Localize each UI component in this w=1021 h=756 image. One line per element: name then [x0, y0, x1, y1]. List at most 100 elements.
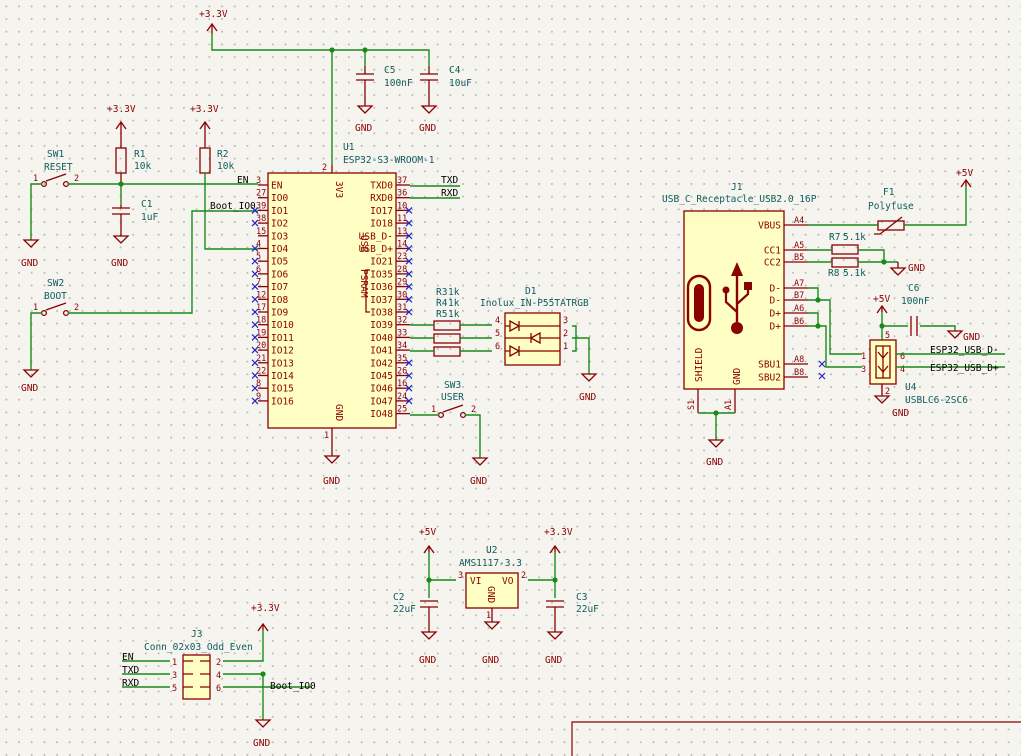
u4-value: USBLC6-2SC6 [905, 395, 968, 406]
u1-pin-number: 9 [256, 392, 261, 402]
j3-ref: J3 [191, 629, 202, 640]
svg-text:2: 2 [322, 163, 327, 173]
j1-pin-number: A7 [794, 279, 804, 289]
switch-sw1-reset[interactable]: SW1 RESET 1 2 GND EN [21, 149, 258, 269]
no-connect-marker [251, 384, 259, 392]
ic-u4-usblc6[interactable]: +5V GND C6 100nF 1 3 6 4 5 2 ESP32_USB_D… [861, 283, 1005, 419]
sw2-value: BOOT [44, 291, 67, 302]
j1-gnd: GND [706, 457, 723, 468]
u1-pin-label: IO36 [370, 282, 393, 293]
u1-pin-label: IO13 [271, 358, 294, 369]
u1-pin-number: 20 [256, 341, 266, 351]
capacitor-c3[interactable]: C3 22uF GND [545, 580, 599, 666]
sw1-ref: SW1 [47, 149, 64, 160]
net-label-rxd: RXD [441, 188, 458, 199]
u1-pin-number: 14 [397, 240, 407, 250]
r7-r8-gnd: GND [908, 263, 925, 274]
u1-pin-label: IO42 [370, 358, 393, 369]
j1-pin-number: B8 [794, 368, 804, 378]
r2-ref: R2 [217, 149, 228, 160]
u1-pin-label: IO14 [271, 371, 294, 382]
u1-pin-number: 24 [397, 392, 407, 402]
no-connect-marker [251, 359, 259, 367]
no-connect-marker [405, 359, 413, 367]
svg-text:VO: VO [502, 576, 514, 587]
u1-pin-number: 27 [256, 189, 266, 199]
u1-pin-number: 25 [397, 405, 407, 415]
no-connect-marker [251, 397, 259, 405]
title-block-frame [571, 721, 1021, 756]
u1-pin-label: IO37 [370, 295, 393, 306]
u1-pin-label: IO11 [271, 333, 294, 344]
no-connect-marker [251, 372, 259, 379]
svg-text:R3: R3 [436, 287, 447, 298]
u1-pin-label: IO46 [370, 384, 393, 395]
c2-gnd: GND [419, 655, 436, 666]
capacitor-c2[interactable]: C2 22uF GND [393, 580, 438, 666]
resistor-r2[interactable]: +3.3V R2 10k [190, 104, 258, 250]
sw3-value: USER [441, 392, 464, 403]
j3-label-boot-io0: Boot_IO0 [270, 681, 316, 692]
svg-text:1: 1 [172, 658, 177, 668]
j1-pin-label: SBU1 [758, 360, 781, 371]
f1-ref: F1 [883, 187, 895, 198]
u4-power: +5V [873, 294, 890, 305]
resistors-r7-r8[interactable]: R7 5.1k R8 5.1k GND [808, 232, 925, 279]
svg-text:GND: GND [485, 586, 496, 603]
r2-power: +3.3V [190, 104, 219, 115]
u1-usb-group: USB [358, 235, 369, 252]
svg-text:6: 6 [900, 352, 905, 362]
u1-pin-number: 6 [256, 265, 261, 275]
u1-pin-label: IO18 [370, 219, 393, 230]
capacitor-c5[interactable]: C5 100nF GND [355, 65, 413, 134]
u2-out-power: +3.3V [544, 527, 573, 538]
j3-label-txd: TXD [122, 665, 139, 676]
no-connect-marker [405, 372, 413, 379]
u1-value: ESP32-S3-WROOM-1 [343, 155, 435, 166]
u1-ref: U1 [343, 142, 355, 153]
svg-text:5: 5 [172, 684, 177, 694]
u1-pin-label: IO3 [271, 231, 288, 242]
u1-pin-number: 30 [397, 290, 407, 300]
r1-power: +3.3V [107, 104, 136, 115]
sw1-value: RESET [44, 162, 73, 173]
resistor-r1[interactable]: +3.3V R1 10k [107, 104, 151, 184]
switch-sw3-user[interactable]: SW3 USER 1 2 GND [410, 380, 489, 487]
ic-u1-esp32-s3[interactable]: U1 ESP32-S3-WROOM-1 2 3V3 1 GND GND USB … [251, 142, 435, 487]
j1-pin-label: CC2 [764, 258, 781, 269]
j1-pin-number: A8 [794, 355, 804, 365]
u4-gnd: GND [892, 408, 909, 419]
connector-j3-header[interactable]: J3 Conn_02x03_Odd_Even 1 2 3 4 5 6 EN TX… [122, 603, 316, 749]
no-connect-marker [405, 295, 413, 303]
led-d1-rgb[interactable]: D1 Inolux_IN-P55TATRGB 4 5 6 3 2 1 GND [480, 286, 598, 403]
r1-ref: R1 [134, 149, 146, 160]
d1-ref: D1 [525, 286, 537, 297]
no-connect-marker [405, 397, 413, 405]
j1-pin-number: A6 [794, 304, 804, 314]
fuse-f1[interactable]: F1 Polyfuse +5V [808, 168, 973, 235]
c1-value: 1uF [141, 212, 158, 223]
c3-gnd: GND [545, 655, 562, 666]
svg-text:R7: R7 [829, 232, 840, 243]
switch-sw2-boot[interactable]: SW2 BOOT 1 2 GND Boot_IO0 [21, 201, 258, 394]
svg-text:R5: R5 [436, 309, 447, 320]
svg-text:2: 2 [216, 658, 221, 668]
svg-text:3: 3 [563, 316, 568, 326]
svg-text:1: 1 [324, 431, 329, 441]
c1-gnd: GND [111, 258, 128, 269]
resistors-r3-r5[interactable]: R3 1k R4 1k R5 1k [410, 287, 492, 357]
j3-label-en: EN [122, 652, 134, 663]
svg-text:1k: 1k [448, 298, 460, 309]
regulator-u2[interactable]: +5V +3.3V U2 AMS1117-3.3 3 2 VI VO GND 1… [419, 527, 573, 666]
net-label-en: EN [237, 175, 249, 186]
c1-ref: C1 [141, 199, 153, 210]
net-label-boot-io0: Boot_IO0 [210, 201, 256, 212]
r2-value: 10k [217, 161, 234, 172]
c4-ref: C4 [449, 65, 461, 76]
capacitor-c4[interactable]: C4 10uF GND [419, 65, 472, 134]
u1-psram-group: PSRAM [358, 269, 369, 298]
capacitor-c1[interactable]: C1 1uF GND [111, 184, 158, 269]
svg-text:2: 2 [471, 405, 476, 415]
u1-pin-label: USB_D+ [359, 244, 394, 255]
